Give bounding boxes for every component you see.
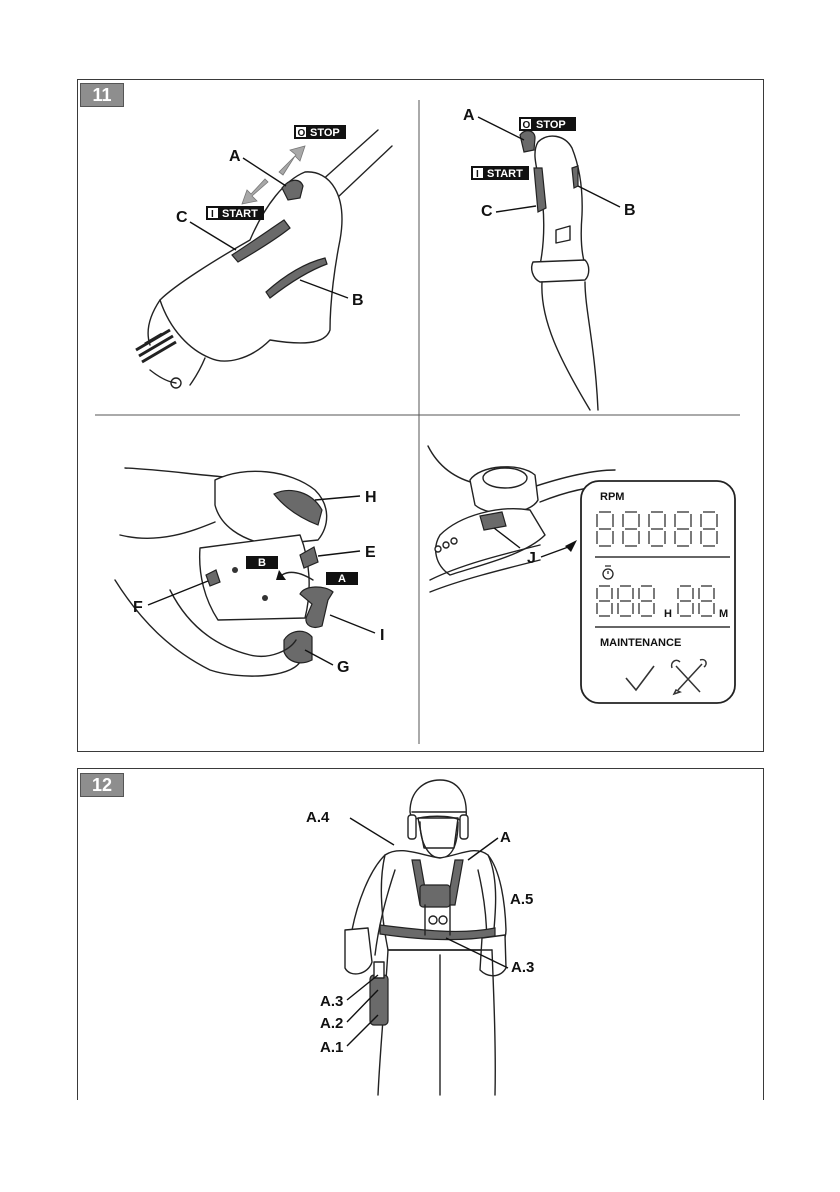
label-a: A: [500, 829, 511, 846]
operator-with-harness-illustration: [345, 780, 506, 1095]
label-a5: A.5: [510, 891, 533, 908]
label-a4: A.4: [306, 809, 330, 826]
label-a1: A.1: [320, 1039, 343, 1056]
label-a2: A.2: [320, 1015, 343, 1032]
label-a3-right: A.3: [511, 959, 534, 976]
label-a3-left: A.3: [320, 993, 343, 1010]
